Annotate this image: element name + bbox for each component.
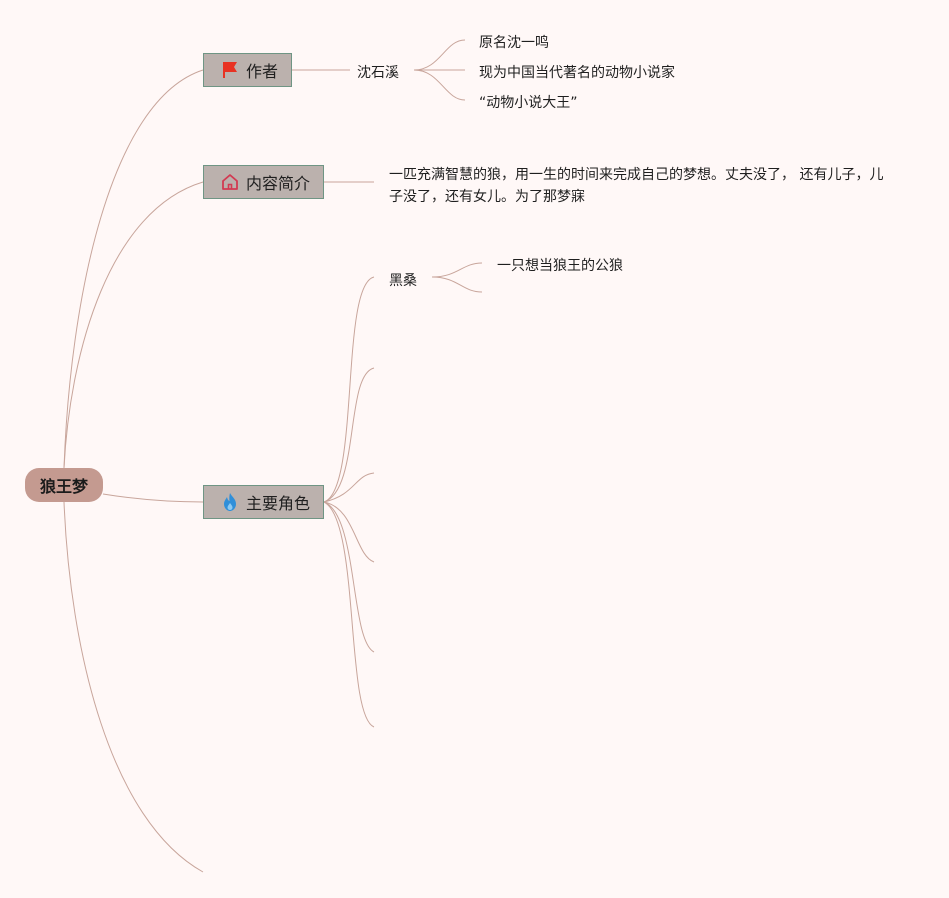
topic-summary-label: 内容简介 — [246, 174, 311, 193]
red-flag-icon — [220, 60, 240, 80]
connector-characters-4 — [323, 501, 375, 563]
connector-characters-5 — [323, 501, 375, 653]
connector-characters-2 — [323, 367, 375, 503]
connector-characters-1 — [323, 276, 375, 503]
flame-icon — [220, 492, 240, 512]
connector-root-summary — [63, 181, 204, 469]
topic-summary[interactable]: 内容简介 — [203, 165, 324, 199]
connector-name-detail-3 — [413, 69, 466, 101]
author-detail-3[interactable]: “动物小说大王” — [479, 95, 578, 111]
topic-characters[interactable]: 主要角色 — [203, 485, 324, 519]
author-name[interactable]: 沈石溪 — [357, 65, 399, 81]
connector-heisang-detail-1 — [431, 262, 483, 278]
author-detail-1[interactable]: 原名沈一鸣 — [479, 35, 549, 51]
author-detail-2[interactable]: 现为中国当代著名的动物小说家 — [479, 65, 675, 81]
house-icon — [220, 172, 240, 192]
connector-characters-6 — [323, 501, 375, 728]
connector-name-detail-1 — [413, 39, 466, 71]
connector-root-bottom — [63, 501, 204, 873]
connector-heisang-detail-2 — [431, 276, 483, 293]
topic-author[interactable]: 作者 — [203, 53, 292, 87]
root-label: 狼王梦 — [39, 477, 88, 496]
connector-root-characters — [102, 493, 204, 503]
character-heisang-detail[interactable]: 一只想当狼王的公狼 — [497, 258, 623, 274]
connector-characters-3 — [323, 472, 375, 503]
topic-author-label: 作者 — [246, 62, 279, 81]
summary-text[interactable]: 一匹充满智慧的狼，用一生的时间来完成自己的梦想。丈夫没了， 还有儿子，儿子没了，… — [389, 167, 884, 205]
topic-characters-label: 主要角色 — [246, 494, 311, 513]
connector-root-author — [63, 69, 204, 469]
root-node[interactable]: 狼王梦 — [25, 468, 103, 502]
character-heisang[interactable]: 黑桑 — [389, 273, 417, 289]
